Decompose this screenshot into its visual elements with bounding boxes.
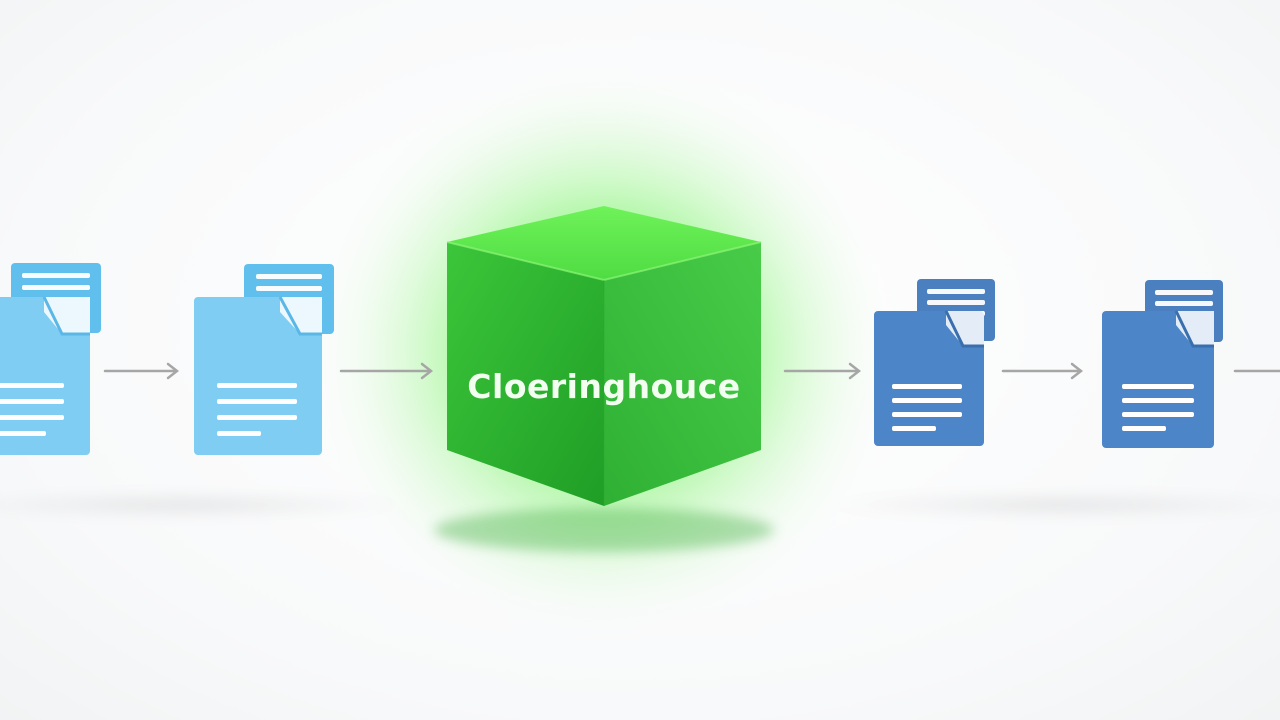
- outgoing-document-icon-2: [1102, 280, 1223, 448]
- floor-shadow-right: [820, 491, 1280, 519]
- arrow-4: [1001, 362, 1084, 380]
- outgoing-document-icon-1: [874, 279, 995, 446]
- clearinghouse-hub-cube: Cloeringhouce: [446, 206, 762, 506]
- incoming-document-icon-1: [0, 263, 101, 455]
- cube-right-face: [604, 242, 761, 506]
- hub-shadow: [434, 508, 774, 552]
- floor-shadow-left: [0, 491, 410, 519]
- arrow-1: [103, 362, 180, 380]
- cube-left-face: [447, 242, 604, 506]
- arrow-2: [339, 362, 434, 380]
- cube-top-face: [447, 206, 761, 280]
- incoming-document-icon-2: [194, 264, 334, 455]
- hub-label: Cloeringhouce: [467, 367, 740, 406]
- arrow-3: [783, 362, 862, 380]
